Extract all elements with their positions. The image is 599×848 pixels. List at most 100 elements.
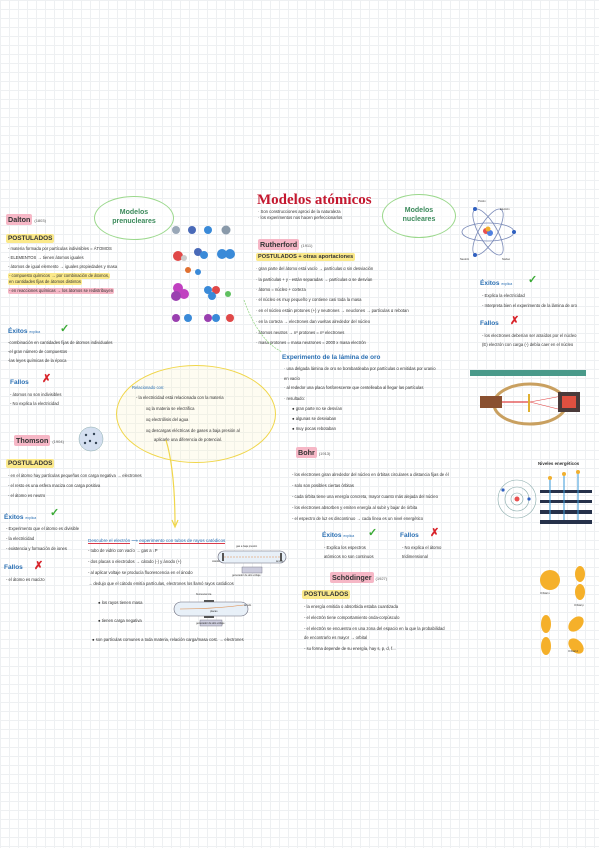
electron-last: ● son partículas comunes a toda materia,… <box>92 637 244 642</box>
dalton-heading: Dalton (1803) <box>6 214 46 225</box>
orbital-label: Orbital p <box>574 604 584 607</box>
bullet-text: los rayos tienen masa <box>101 600 143 605</box>
rutherford-postulado: · en el núcleo están protones (+) y neut… <box>256 308 409 313</box>
cloud-text: nucleares <box>402 216 436 223</box>
dalton-name: Dalton <box>6 214 33 225</box>
bohr-exitos-label: Éxitos explica <box>322 532 354 539</box>
dalton-postulado: - átomos de igual elemento → iguales pro… <box>8 264 118 269</box>
rutherford-name: Rutherford <box>258 239 300 250</box>
label-small: explica <box>501 282 513 286</box>
diagram-label: placas <box>210 610 218 613</box>
rutherford-exito: - Explica la electricidad <box>482 293 525 298</box>
label-text: Éxitos <box>480 280 500 287</box>
lamina-line: · al rededor una placa fosforescente que… <box>284 385 424 390</box>
rutherford-heading: Rutherford (1911) <box>258 239 313 250</box>
rutherford-exito: - Interpreta bien el experimento de la l… <box>482 303 577 308</box>
label-text: Éxitos <box>8 328 28 335</box>
orbitals-illustration <box>540 566 585 655</box>
bullet-text: tienen carga negativa <box>101 618 142 623</box>
bohr-fallos-label: Fallos <box>400 532 419 539</box>
cross-icon: ✗ <box>34 560 44 572</box>
lamina-result: ● gran parte no se desvían <box>292 406 343 411</box>
electron-bullet: ● tienen carga negativa <box>98 618 142 623</box>
thomson-exito: - la electricidad <box>6 536 35 541</box>
orbital-label: Orbital s <box>540 592 550 595</box>
schrodinger-postulado: - la energía emitida o absorbida estaba … <box>304 604 399 609</box>
cloud-prenucleares: Modelos prenucleares <box>94 196 174 240</box>
bohr-fallo: tridimensional <box>402 554 428 559</box>
label-text: Éxitos <box>4 514 24 521</box>
cloud-text: Modelos <box>119 209 149 216</box>
energy-chart-title: Niveles energéticos <box>538 461 580 466</box>
cloud-text: prenucleares <box>112 218 156 225</box>
cross-icon: ✗ <box>510 315 520 327</box>
diagram-label: ánodo <box>276 560 284 563</box>
rutherford-fallo: - los electrones deberían ser atraídos p… <box>482 333 577 338</box>
diagram-label: fluorescencia <box>196 593 212 596</box>
schrodinger-name: Schödinger <box>330 572 374 583</box>
cross-icon: ✗ <box>42 373 52 385</box>
headline-b: experimento con tubos de rayos catódicos <box>139 538 226 544</box>
check-icon: ✓ <box>368 527 378 539</box>
bohr-postulado: - los electrones absorben y emiten energ… <box>292 505 418 510</box>
rutherford-postulado: · la partículas + y - están separadas → … <box>256 277 373 282</box>
dalton-exitos-label: Éxitos explica <box>8 328 40 335</box>
thomson-name: Thomson <box>14 435 51 446</box>
dalton-fallos-label: Fallos <box>10 379 29 386</box>
diagram-label: gas a baja presión <box>236 545 258 548</box>
thomson-postulado: - en el átomo hay partículas pequeñas co… <box>8 473 142 478</box>
thomson-postulado: - el resto es una esfera maciza con carg… <box>8 483 101 488</box>
thomson-fallos-label: Fallos <box>4 564 23 571</box>
rutherford-postulado: · gran parte del átomo está vacío → part… <box>256 266 374 271</box>
schrodinger-heading: Schödinger (1927) <box>330 572 388 583</box>
check-icon: ✓ <box>60 323 70 335</box>
electron-line: - al aplicar voltaje se producía fluores… <box>88 570 193 575</box>
electron-line: - tubo de vidrio con vacío → gas a ↓P <box>88 548 158 553</box>
cloud-text: Modelos <box>404 207 434 214</box>
rutherford-postulado: · el núcleo es muy pequeño y contiene ca… <box>256 297 362 302</box>
label-small: explica <box>29 330 41 334</box>
sun-line: xq la materia se electrifica <box>146 406 195 411</box>
atom-label: Núcleo <box>502 258 511 261</box>
electron-line: → dedujo que el cátodo emitía partículas… <box>88 581 234 586</box>
dalton-exito: -combinación en cantidades fijas de átom… <box>8 340 113 345</box>
dalton-postulado: - compuesto químicos → por combinación d… <box>8 273 111 279</box>
rutherford-postulado: · masa protones = masa neutrones = 2000 … <box>256 340 366 345</box>
bohr-postulado: - cada órbita tiene una energía concreta… <box>292 494 438 499</box>
atom-label: Neutrón <box>460 258 470 261</box>
lamina-line: · resultado: <box>284 396 305 401</box>
lamina-result: ● algunas se desviaban <box>292 416 337 421</box>
dalton-postulado: - ELEMENTOS → tienen átomos iguales <box>8 255 84 260</box>
dalton-postulado: - en reacciones químicas → los átomos se… <box>8 288 115 294</box>
schrodinger-postulados-label: POSTULADOS <box>302 590 351 599</box>
bohr-postulado: - el espectro de luz es discontinuo → ca… <box>292 516 424 521</box>
dalton-atoms-illustration <box>171 225 235 322</box>
rutherford-postulado: · átomos neutros → nº protones = nº elec… <box>256 330 345 335</box>
label-text: POSTULADOS <box>6 459 55 468</box>
rutherford-exitos-label: Éxitos explica <box>480 280 512 287</box>
thomson-fallo: - el átomo es macizo <box>6 577 45 582</box>
rutherford-year: (1911) <box>301 243 313 248</box>
intro-line: · los experimentos nos hacen perfecciona… <box>258 215 343 220</box>
energy-levels-illustration <box>540 470 592 524</box>
bohr-exito: - Explica los espectros <box>324 545 366 550</box>
bohr-postulado: - los electrones giran alrededor del núc… <box>292 472 449 477</box>
dalton-exito: -las leyes químicas de la época <box>8 358 67 363</box>
related-sun-box <box>116 365 276 463</box>
sun-line: xq descargas eléctricas de gases a baja … <box>146 428 240 433</box>
thomson-year: (1904) <box>52 439 64 444</box>
lamina-title: Experimento de la lámina de oro <box>282 354 381 361</box>
dalton-postulado: - materia formada por partículas indivis… <box>8 246 112 251</box>
schrodinger-year: (1927) <box>375 576 388 581</box>
bohr-exito: atómicos no son continuos <box>324 554 374 559</box>
thomson-postulado: - el átomo es neutro <box>8 493 46 498</box>
bohr-heading: Bohr (1913) <box>296 447 330 458</box>
bohr-fallo: - No explica el átomo <box>402 545 442 550</box>
rutherford-fallos-label: Fallos <box>480 320 499 327</box>
diagram-label: ánodo <box>244 604 252 607</box>
check-icon: ✓ <box>528 274 538 286</box>
thomson-exito: - Experimento que el átomo es divisible <box>6 526 80 531</box>
lamina-line: en vacío <box>284 376 300 381</box>
gold-foil-experiment-illustration <box>470 370 586 426</box>
